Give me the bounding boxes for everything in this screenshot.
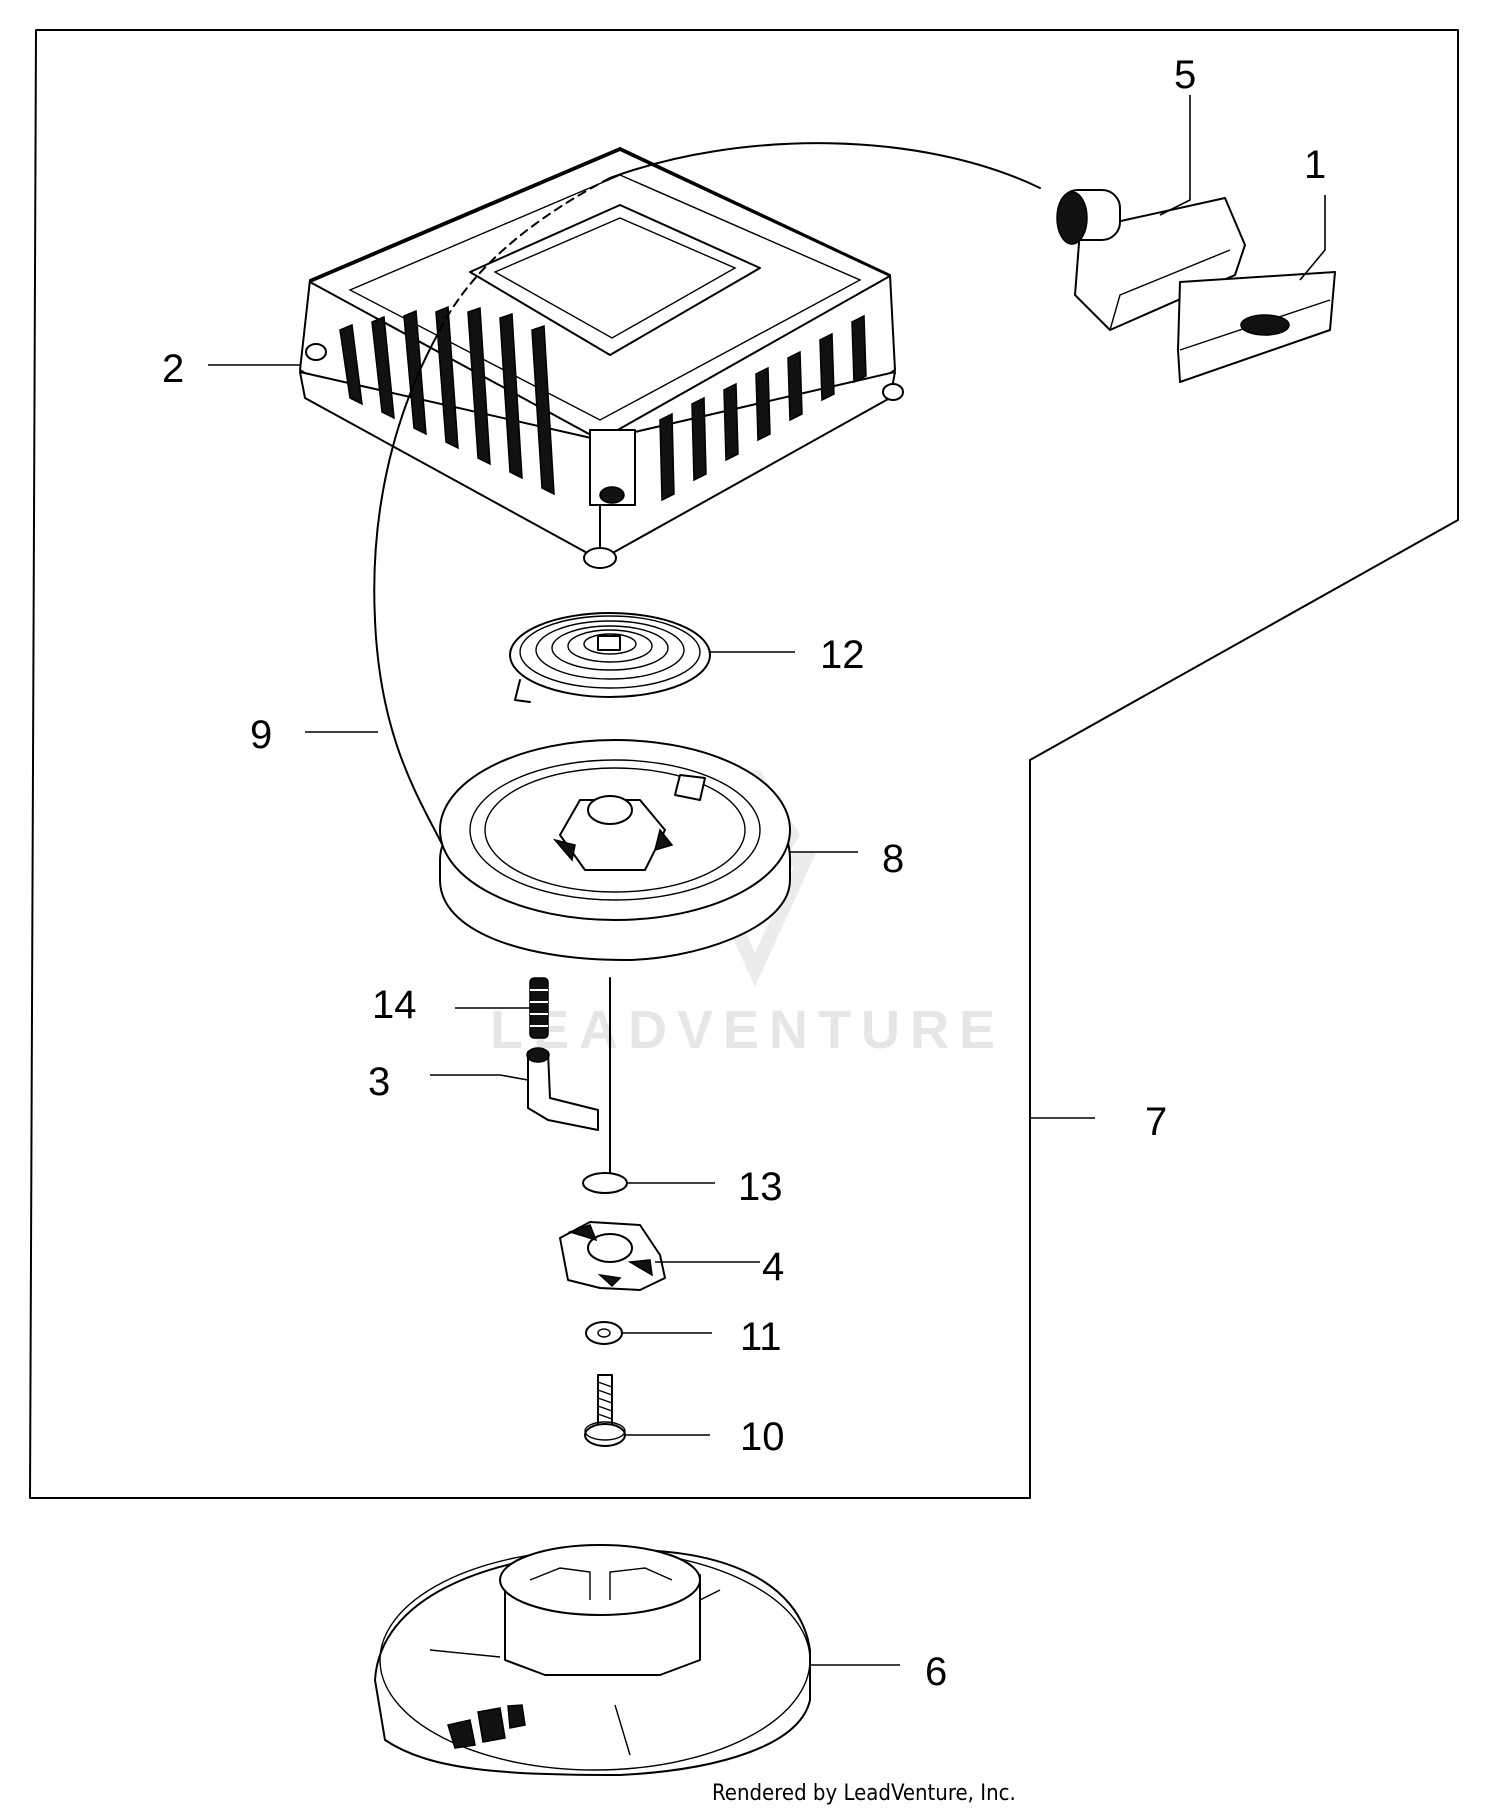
starter-handle-part-5 [1056,189,1246,331]
bolt-part-10 [584,1374,626,1447]
assembly-7-boundary [29,29,1459,1499]
callout-3: 3 [368,1060,390,1104]
small-spring-part-14 [529,977,549,1039]
callout-4: 4 [762,1245,784,1289]
callout-9: 9 [250,713,272,757]
callout-7: 7 [1145,1100,1167,1144]
leader-lines [208,95,1326,1666]
callout-1: 1 [1304,143,1326,187]
callout-14: 14 [372,983,417,1027]
leader-3 [430,1074,529,1081]
watermark-text: LEADVENTURE [490,1000,1005,1060]
callout-13: 13 [738,1165,783,1209]
callout-8: 8 [882,837,904,881]
washer-part-13 [582,1172,628,1194]
starter-housing-part-2 [299,147,904,569]
leader-5 [1159,95,1191,216]
rendered-by-credit: Rendered by LeadVenture, Inc. [712,1781,1016,1806]
housing-fins-right [659,314,867,502]
cup-logo-stamp [447,1704,526,1749]
ratchet-pawl-part-3 [526,1047,599,1131]
callout-6: 6 [925,1650,947,1694]
callout-labels: 1 2 3 4 5 6 7 8 9 10 11 12 13 14 [162,53,1326,1694]
small-washer-part-11 [585,1321,623,1345]
callout-11: 11 [740,1315,782,1359]
callout-12: 12 [820,633,865,677]
callout-10: 10 [740,1415,785,1459]
starter-rope-part-9 [373,142,1041,851]
leader-1 [1299,195,1326,281]
starter-cup-part-6 [374,1544,811,1776]
ratchet-part-4 [559,1221,666,1291]
callout-5: 5 [1174,53,1196,97]
recoil-spring-part-12 [509,612,711,703]
handle-insert-part-1 [1177,271,1336,383]
callout-2: 2 [162,347,184,391]
pulley-part-8 [439,739,791,961]
